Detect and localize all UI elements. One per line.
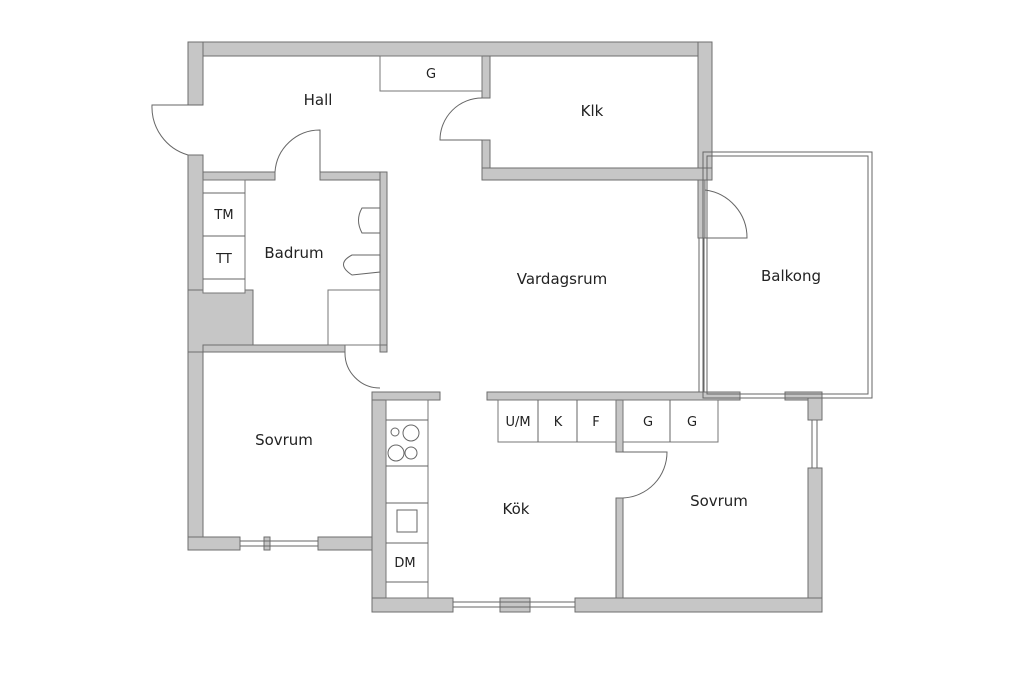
room-label-sovrum-left: Sovrum — [255, 431, 313, 449]
fixture-wardrobe-2: G — [687, 415, 697, 430]
room-label-sovrum-right: Sovrum — [690, 492, 748, 510]
walls — [187, 41, 823, 613]
room-label-kok: Kök — [503, 500, 530, 518]
fixture-freezer-combo: U/M — [505, 415, 530, 430]
fixture-washing-machine: TM — [213, 208, 233, 223]
fixture-freezer: F — [592, 415, 599, 430]
kitchen-sink-icon — [396, 509, 418, 533]
kitchen-counter — [385, 399, 429, 599]
fixtures — [202, 55, 719, 599]
fixture-wardrobe-1: G — [643, 415, 653, 430]
fixture-fridge: K — [554, 415, 563, 430]
room-label-badrum: Badrum — [264, 244, 323, 262]
room-label-klk: Klk — [581, 102, 604, 120]
balcony-outline — [702, 151, 873, 399]
hall-wardrobe — [379, 55, 483, 92]
room-label-hall: Hall — [304, 91, 333, 109]
room-label-balkong: Balkong — [761, 267, 821, 285]
door-swings — [151, 97, 748, 499]
shower — [327, 289, 381, 346]
room-label-vardagsrum: Vardagsrum — [517, 270, 608, 288]
fixture-dishwasher: DM — [394, 556, 415, 571]
stove-icon — [387, 424, 420, 462]
fixture-dryer: TT — [215, 252, 232, 267]
sink-icon — [358, 207, 380, 234]
fixture-hall-wardrobe: G — [426, 67, 436, 82]
toilet-icon — [343, 254, 381, 276]
